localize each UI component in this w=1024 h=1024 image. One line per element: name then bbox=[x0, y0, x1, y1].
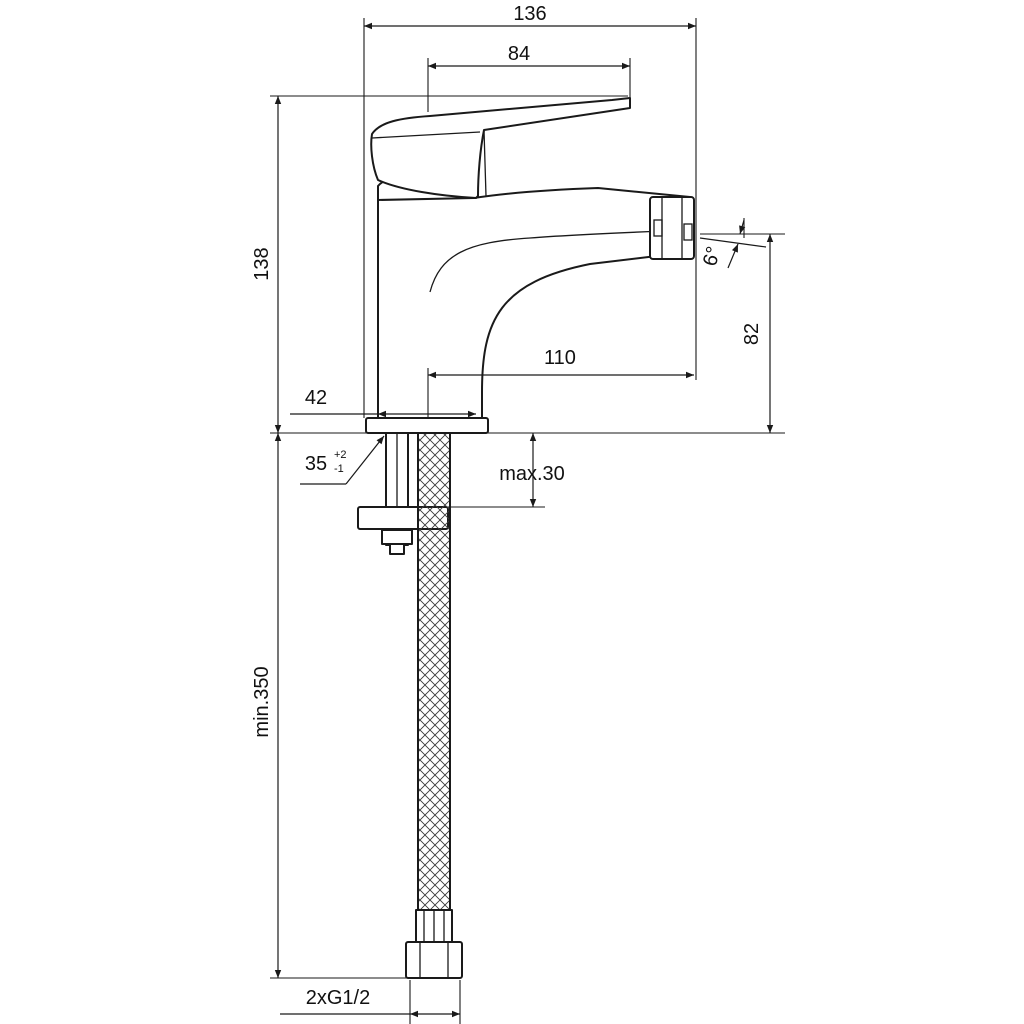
dim-hole-tol-minus: -1 bbox=[334, 463, 344, 475]
dimension-138: 138 bbox=[251, 96, 282, 433]
mounting-stud bbox=[381, 432, 413, 555]
spray-nozzle bbox=[649, 196, 695, 260]
dim-hose-length: min.350 bbox=[251, 666, 273, 737]
faucet-body bbox=[377, 174, 691, 419]
lever-handle bbox=[370, 97, 631, 199]
flexible-hose bbox=[405, 432, 463, 979]
dimension-angle: 6° bbox=[699, 219, 767, 269]
dim-connection: 2xG1/2 bbox=[306, 987, 370, 1009]
dim-hole-tol-plus: +2 bbox=[334, 449, 347, 461]
dim-lever-width: 84 bbox=[508, 43, 530, 65]
dimension-82: 82 bbox=[741, 234, 774, 433]
dim-hole-diameter: 35 bbox=[305, 453, 327, 475]
extension-lines bbox=[270, 18, 785, 1024]
dimension-136: 136 bbox=[364, 3, 696, 30]
dimension-84: 84 bbox=[428, 43, 630, 70]
dimension-35: 35 +2 -1 bbox=[300, 435, 385, 485]
dim-overall-width: 136 bbox=[513, 3, 546, 25]
dim-spout-reach: 110 bbox=[544, 347, 576, 369]
base-plate bbox=[365, 417, 489, 434]
dim-base-diameter: 42 bbox=[305, 387, 327, 409]
dim-angle: 6° bbox=[699, 244, 725, 268]
dimension-42: 42 bbox=[290, 387, 476, 418]
dimension-g12: 2xG1/2 bbox=[280, 987, 460, 1018]
dimension-min350: min.350 bbox=[251, 433, 282, 978]
dim-max-thickness: max.30 bbox=[499, 463, 565, 485]
dim-spout-height: 82 bbox=[741, 323, 763, 345]
dim-overall-height: 138 bbox=[251, 247, 273, 280]
dimension-110: 110 bbox=[428, 347, 694, 379]
dimension-max30: max.30 bbox=[499, 433, 565, 507]
